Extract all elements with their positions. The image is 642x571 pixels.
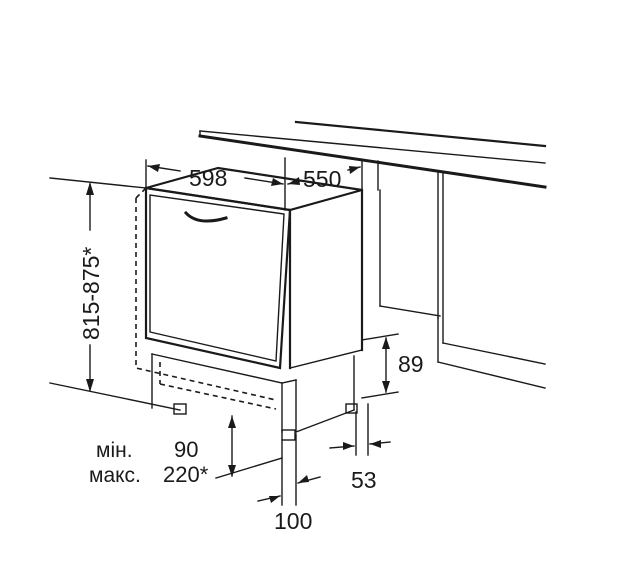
adjacent-cabinet [379,171,546,389]
plinth-dimension [361,333,399,399]
width-dimension [145,157,286,211]
toe-kick-max-label: макс. [89,464,141,487]
feet [173,403,358,441]
width-label: 598 [189,165,227,191]
toe-kick-dimension [215,415,283,479]
foot-depth-label: 100 [274,508,312,534]
toe-kick-max-value: 220* [163,462,209,487]
dishwasher-body [144,166,364,433]
door-handle [183,210,228,223]
height-label: 815-875* [78,247,104,340]
toe-kick-min-label: мін. [96,439,133,462]
setback-dimension [329,403,391,456]
setback-label: 53 [351,467,377,493]
height-dimension [49,177,181,411]
furniture-panel-outline [135,187,277,410]
depth-label: 550 [303,166,341,192]
depth-dimension [287,159,363,191]
countertop [198,120,547,191]
plinth-height-label: 89 [398,351,424,377]
toe-kick-min-value: 90 [174,437,198,462]
foot-depth-dimension [257,433,321,506]
